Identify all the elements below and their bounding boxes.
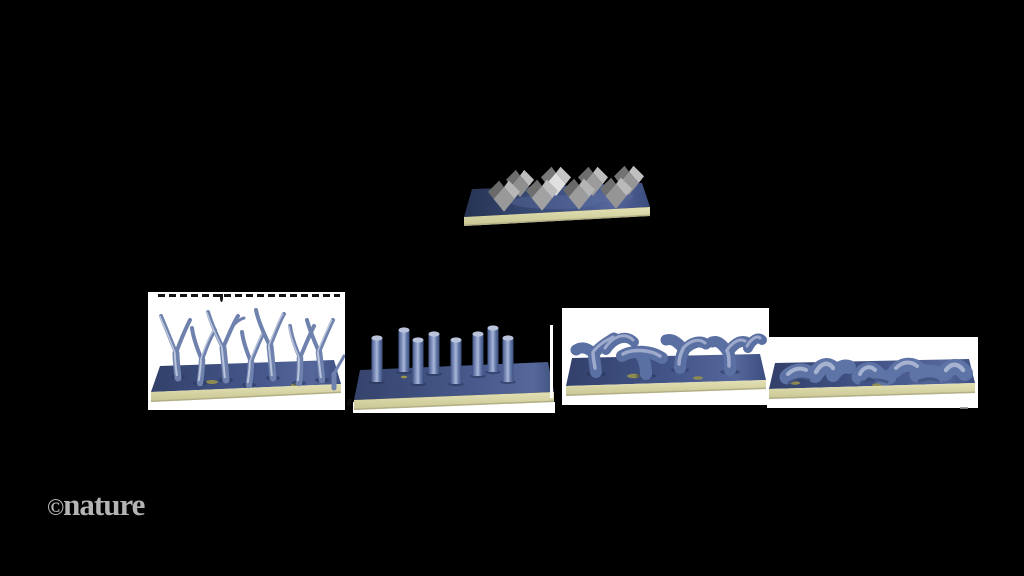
clipped-gray-fragment: [960, 407, 968, 409]
panel-rounded-nanomounds: [767, 337, 978, 408]
faceted-crystal-array-graphic: [464, 165, 650, 226]
interconnected-nanonetwork-graphic: [566, 332, 767, 396]
branch-structures: [159, 308, 345, 391]
vertical-nanopillars-graphic: [354, 325, 554, 410]
panel-vertical-nanopillars: [352, 298, 557, 412]
crystal-cluster: [488, 165, 644, 212]
panel-branched-nanospikes: [148, 292, 345, 410]
nature-wordmark: nature: [63, 487, 145, 522]
nature-watermark: ©nature: [47, 487, 145, 522]
pillar-structures: [369, 325, 516, 387]
substrate-slab: [566, 354, 766, 396]
clipped-caption-descender: [220, 294, 223, 302]
white-edge-sliver: [550, 325, 553, 398]
pillar: [371, 325, 514, 384]
render-faceted-crystal-array: [460, 161, 656, 231]
network-structures: [570, 332, 767, 380]
copyright-symbol: ©: [47, 495, 64, 520]
rounded-nanomounds-graphic: [769, 357, 975, 399]
clipped-punctuation-fragment: [346, 398, 352, 408]
panel-interconnected-nanonetwork: [562, 308, 769, 405]
branched-nanospikes-graphic: [151, 308, 345, 402]
mound-structures: [779, 357, 973, 386]
clipped-caption-fragment: [158, 294, 340, 297]
panel-pillars-white-strip: [353, 402, 555, 413]
